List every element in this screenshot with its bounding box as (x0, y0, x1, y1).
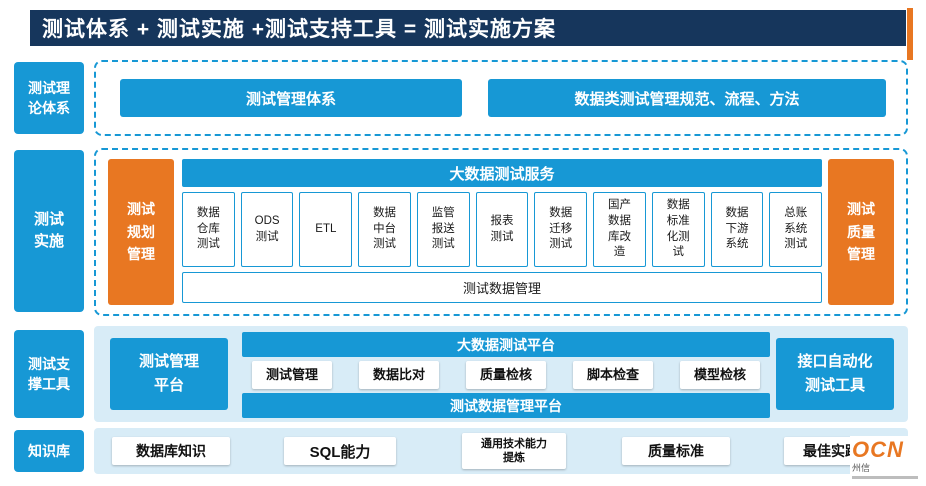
api-automation-tool-box: 接口自动化 测试工具 (776, 338, 894, 410)
company-logo-tagline-bar (852, 476, 918, 479)
implementation-row: 测试 规划 管理 大数据测试服务 数据 仓库 测试 ODS 测试 ETL 数据 … (94, 148, 908, 316)
diagram-title: 测试体系 + 测试实施 +测试支持工具 = 测试实施方案 (30, 10, 906, 46)
kb-box-sql-skill: SQL能力 (284, 437, 396, 465)
rail-label-support-tools: 测试支 撑工具 (14, 330, 84, 418)
service-box-list: 数据 仓库 测试 ODS 测试 ETL 数据 中台 测试 监管 报送 测试 报表… (182, 192, 823, 267)
big-data-test-services-header: 大数据测试服务 (182, 159, 822, 187)
service-box-data-migration: 数据 迁移 测试 (534, 192, 588, 267)
tool-box-quality-check: 质量检核 (465, 361, 546, 389)
knowledge-base-row: 数据库知识 SQL能力 通用技术能力 提炼 质量标准 最佳实践 (94, 428, 908, 474)
company-logo-subtext: 州信 (852, 463, 871, 473)
service-box-domestic-db: 国产 数据 库改 造 (593, 192, 646, 267)
service-box-dw-test: 数据 仓库 测试 (182, 192, 235, 267)
test-data-management-box: 测试数据管理 (182, 272, 822, 303)
test-quality-management-box: 测试 质量 管理 (828, 159, 894, 305)
service-box-data-middle-office: 数据 中台 测试 (358, 192, 411, 267)
kb-box-quality-standard: 质量标准 (622, 437, 730, 465)
rail-label-knowledge-base: 知识库 (14, 430, 84, 472)
tool-box-script-check: 脚本检查 (572, 361, 653, 389)
company-logo: OCN 州信 (850, 436, 924, 484)
service-box-general-ledger: 总账 系统 测试 (769, 192, 823, 267)
kb-box-database-knowledge: 数据库知识 (112, 437, 230, 465)
service-box-report-test: 报表 测试 (475, 192, 529, 267)
test-management-system-box: 测试管理体系 (120, 79, 462, 117)
tool-box-test-management: 测试管理 (252, 361, 333, 389)
service-box-regulatory-report: 监管 报送 测试 (416, 192, 470, 267)
company-logo-wordmark: OCN (852, 437, 904, 462)
service-box-etl: ETL (299, 192, 353, 267)
service-box-downstream-system: 数据 下游 系统 (710, 192, 764, 267)
rail-label-theory: 测试理 论体系 (14, 62, 84, 134)
big-data-test-platform-header: 大数据测试平台 (242, 332, 770, 357)
test-planning-management-box: 测试 规划 管理 (108, 159, 174, 305)
tool-box-data-compare: 数据比对 (358, 361, 439, 389)
orange-accent-strip (907, 8, 913, 60)
tool-box-list: 测试管理 数据比对 质量检核 脚本检查 模型检核 (242, 361, 770, 389)
test-management-platform-box: 测试管理 平台 (110, 338, 228, 410)
support-tools-row: 测试管理 平台 大数据测试平台 测试管理 数据比对 质量检核 脚本检查 模型检核… (94, 326, 908, 422)
service-box-ods-test: ODS 测试 (240, 192, 294, 267)
theory-row: 测试管理体系 数据类测试管理规范、流程、方法 (94, 60, 908, 136)
test-data-management-platform-bar: 测试数据管理平台 (242, 393, 770, 418)
service-box-data-standard: 数据 标准 化测 试 (651, 192, 705, 267)
big-data-test-services-group: 大数据测试服务 数据 仓库 测试 ODS 测试 ETL 数据 中台 测试 监管 … (182, 159, 823, 305)
big-data-test-platform-group: 大数据测试平台 测试管理 数据比对 质量检核 脚本检查 模型检核 测试数据管理平… (242, 330, 770, 418)
kb-box-general-tech: 通用技术能力 提炼 (462, 433, 566, 469)
tool-box-model-check: 模型检核 (679, 361, 760, 389)
data-test-standards-box: 数据类测试管理规范、流程、方法 (488, 79, 886, 117)
rail-label-implementation: 测试 实施 (14, 150, 84, 312)
